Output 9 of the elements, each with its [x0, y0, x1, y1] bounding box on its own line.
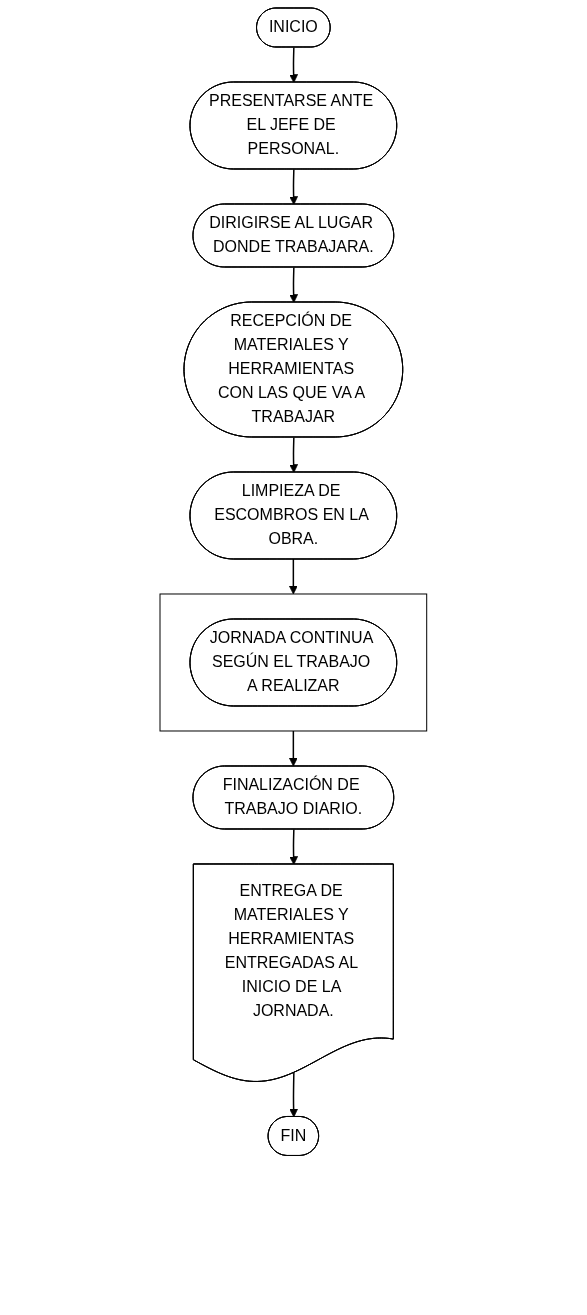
arrow	[289, 436, 299, 473]
arrow	[289, 558, 298, 595]
arrow	[289, 46, 299, 83]
arrow	[289, 730, 298, 767]
arrow	[289, 1072, 299, 1118]
arrow	[289, 266, 299, 303]
arrow	[289, 168, 299, 205]
arrow	[289, 828, 299, 865]
cluster	[159, 593, 428, 732]
